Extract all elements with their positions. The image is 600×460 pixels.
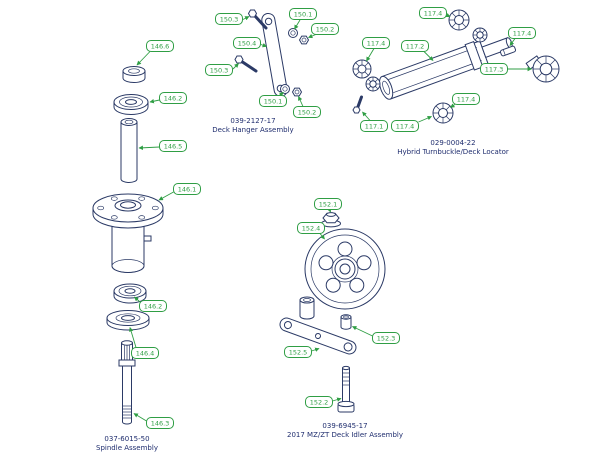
svg-text:150.4: 150.4 bbox=[238, 40, 257, 48]
callout-117-4-pin: 117.4 bbox=[508, 27, 536, 46]
spindle-bearing-lower-part bbox=[113, 283, 147, 304]
idler-caption: 039-6945-17 2017 MZ/ZT Deck Idler Assemb… bbox=[287, 422, 403, 439]
hanger-washer-lower-part bbox=[280, 84, 290, 94]
callout-146-4: 146.4 bbox=[128, 326, 159, 359]
svg-text:146.5: 146.5 bbox=[164, 143, 183, 151]
callout-146-2-lower: 146.2 bbox=[134, 296, 167, 312]
spindle-collar-part bbox=[122, 66, 146, 83]
callout-146-6: 146.6 bbox=[136, 40, 174, 66]
svg-text:039-2127-17: 039-2127-17 bbox=[230, 117, 275, 125]
callout-150-2-lower: 150.2 bbox=[293, 95, 321, 118]
callout-117-4-left: 117.4 bbox=[362, 37, 390, 62]
svg-text:117.4: 117.4 bbox=[396, 123, 415, 131]
svg-text:117.2: 117.2 bbox=[406, 43, 425, 51]
turnbuckle-locator-knob-part bbox=[525, 55, 560, 83]
spindle-tube-part bbox=[120, 118, 138, 183]
svg-text:146.6: 146.6 bbox=[151, 43, 170, 51]
turnbuckle-tube-part bbox=[379, 37, 513, 100]
idler-assembly: 152.1 152.4 152.3 152.5 152.2 039-6945-1… bbox=[279, 198, 403, 439]
svg-text:029-0004-22: 029-0004-22 bbox=[430, 139, 475, 147]
idler-arm-part bbox=[279, 317, 357, 355]
svg-text:146.3: 146.3 bbox=[151, 420, 170, 428]
svg-text:Spindle Assembly: Spindle Assembly bbox=[96, 444, 158, 452]
turnbuckle-bolt-part bbox=[352, 95, 363, 114]
callout-117-4-bottom2: 117.4 bbox=[391, 115, 433, 132]
callout-152-5: 152.5 bbox=[284, 346, 320, 358]
idler-bushing-part bbox=[340, 314, 352, 330]
callout-117-4-top: 117.4 bbox=[419, 7, 451, 19]
turnbuckle-pin-part bbox=[499, 45, 517, 57]
svg-text:150.1: 150.1 bbox=[264, 98, 283, 106]
callout-152-3: 152.3 bbox=[351, 326, 400, 344]
turnbuckle-bushing-left-part bbox=[352, 59, 372, 79]
callout-150-2-upper: 150.2 bbox=[307, 23, 339, 39]
svg-text:039-6945-17: 039-6945-17 bbox=[322, 422, 367, 430]
callout-152-2: 152.2 bbox=[305, 396, 342, 408]
callout-146-5: 146.5 bbox=[138, 140, 187, 152]
callout-146-1: 146.1 bbox=[158, 183, 201, 201]
svg-text:146.4: 146.4 bbox=[136, 350, 155, 358]
turnbuckle-bushing-top-part bbox=[448, 9, 470, 31]
svg-text:152.4: 152.4 bbox=[302, 225, 321, 233]
svg-text:117.1: 117.1 bbox=[365, 123, 384, 131]
callout-117-4-bottom: 117.4 bbox=[450, 93, 480, 108]
callout-150-3-upper: 150.3 bbox=[215, 13, 250, 25]
hanger-washer-upper-part bbox=[288, 28, 298, 38]
callout-152-1: 152.1 bbox=[314, 198, 342, 213]
svg-text:150.3: 150.3 bbox=[210, 67, 229, 75]
idler-bolt-part bbox=[337, 365, 355, 413]
turnbuckle-caption: 029-0004-22 Hybrid Turnbuckle/Deck Locat… bbox=[397, 139, 509, 156]
turnbuckle-bushing-left2-part bbox=[365, 76, 381, 92]
idler-spacer-part bbox=[299, 296, 315, 320]
spindle-bearing-upper-part bbox=[113, 94, 149, 115]
svg-text:Hybrid Turnbuckle/Deck Locator: Hybrid Turnbuckle/Deck Locator bbox=[397, 148, 509, 156]
callout-146-3: 146.3 bbox=[133, 413, 174, 429]
callout-117-1: 117.1 bbox=[360, 111, 388, 132]
svg-text:152.5: 152.5 bbox=[289, 349, 308, 357]
svg-text:150.2: 150.2 bbox=[316, 26, 335, 34]
svg-text:037-6015-50: 037-6015-50 bbox=[104, 435, 149, 443]
hanger-nut-lower-part bbox=[291, 87, 303, 97]
svg-text:150.1: 150.1 bbox=[294, 11, 313, 19]
svg-text:117.4: 117.4 bbox=[367, 40, 386, 48]
spindle-caption: 037-6015-50 Spindle Assembly bbox=[96, 435, 158, 452]
svg-text:117.4: 117.4 bbox=[424, 10, 443, 18]
callout-146-2-upper: 146.2 bbox=[149, 92, 187, 104]
callout-150-1-upper: 150.1 bbox=[289, 8, 317, 30]
callout-117-2: 117.2 bbox=[401, 40, 434, 61]
callout-150-4: 150.4 bbox=[233, 37, 268, 49]
idler-nut-part bbox=[321, 212, 341, 228]
deck-hanger-assembly: 150.3 150.1 150.4 150.2 150.3 150.1 bbox=[205, 8, 339, 134]
turnbuckle-assembly: 117.4 117.4 117.2 117.4 117.3 117.4 bbox=[352, 7, 560, 156]
svg-text:146.2: 146.2 bbox=[164, 95, 183, 103]
turnbuckle-bushing-top2-part bbox=[472, 27, 488, 43]
spindle-housing-part bbox=[92, 193, 164, 273]
svg-text:117.4: 117.4 bbox=[513, 30, 532, 38]
deck-hanger-caption: 039-2127-17 Deck Hanger Assembly bbox=[212, 117, 293, 134]
hanger-nut-upper-part bbox=[298, 35, 310, 45]
spindle-assembly: 146.6 146.2 146.5 146.1 146.2 146.4 bbox=[92, 40, 201, 452]
turnbuckle-bushing-bottom-part bbox=[432, 102, 454, 124]
svg-text:117.4: 117.4 bbox=[457, 96, 476, 104]
callout-150-1-lower: 150.1 bbox=[259, 92, 287, 107]
svg-text:Deck Hanger Assembly: Deck Hanger Assembly bbox=[212, 126, 293, 134]
svg-text:117.3: 117.3 bbox=[485, 66, 504, 74]
hanger-bolt-upper-part bbox=[247, 9, 268, 30]
callout-152-4: 152.4 bbox=[297, 222, 325, 240]
svg-text:146.2: 146.2 bbox=[144, 303, 163, 311]
svg-text:152.2: 152.2 bbox=[310, 399, 329, 407]
spindle-shaft-part bbox=[118, 340, 136, 425]
hanger-bolt-lower-part bbox=[234, 55, 258, 73]
svg-text:150.3: 150.3 bbox=[220, 16, 239, 24]
callout-150-3-lower: 150.3 bbox=[205, 63, 239, 76]
svg-text:152.1: 152.1 bbox=[319, 201, 338, 209]
svg-text:150.2: 150.2 bbox=[298, 109, 317, 117]
callout-117-3: 117.3 bbox=[480, 63, 533, 75]
idler-pulley-part bbox=[304, 228, 386, 310]
svg-text:146.1: 146.1 bbox=[178, 186, 197, 194]
svg-text:152.3: 152.3 bbox=[377, 335, 396, 343]
svg-text:2017 MZ/ZT Deck Idler Assembly: 2017 MZ/ZT Deck Idler Assembly bbox=[287, 431, 403, 439]
spindle-washer-part bbox=[106, 310, 150, 331]
